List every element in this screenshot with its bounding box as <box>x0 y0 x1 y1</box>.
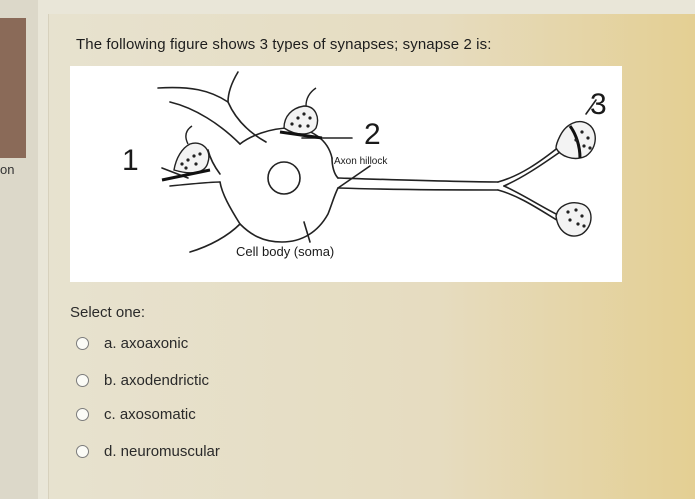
neuron-diagram: 1 2 3 Axon hillock Cell body (soma) <box>122 71 607 259</box>
radio-button-a[interactable] <box>76 336 89 350</box>
label-axon-hillock: Axon hillock <box>334 156 388 167</box>
question-text: The following figure shows 3 types of sy… <box>76 36 492 53</box>
radio-button-d[interactable] <box>76 444 89 458</box>
option-b[interactable]: b. axodendrictic <box>76 369 209 391</box>
option-d[interactable]: d. neuromuscular <box>76 440 220 462</box>
option-b-label: b. axodendrictic <box>104 371 210 389</box>
radio-button-b[interactable] <box>76 373 89 387</box>
left-panel-text: on <box>0 162 15 177</box>
option-c-label: c. axosomatic <box>104 405 196 423</box>
select-one-prompt: Select one: <box>70 304 146 321</box>
left-nav-tab[interactable] <box>0 18 26 158</box>
radio-button-c[interactable] <box>76 407 89 421</box>
label-synapse-3: 3 <box>590 88 607 121</box>
label-cell-body: Cell body (soma) <box>236 244 334 259</box>
option-a[interactable]: a. axoaxonic <box>76 332 188 354</box>
option-c[interactable]: c. axosomatic <box>76 403 196 425</box>
synapse-figure: 1 2 3 Axon hillock Cell body (soma) <box>70 66 622 282</box>
option-d-label: d. neuromuscular <box>104 442 220 460</box>
option-a-label: a. axoaxonic <box>104 334 189 352</box>
label-synapse-1: 1 <box>122 144 139 177</box>
label-synapse-2: 2 <box>364 118 381 151</box>
